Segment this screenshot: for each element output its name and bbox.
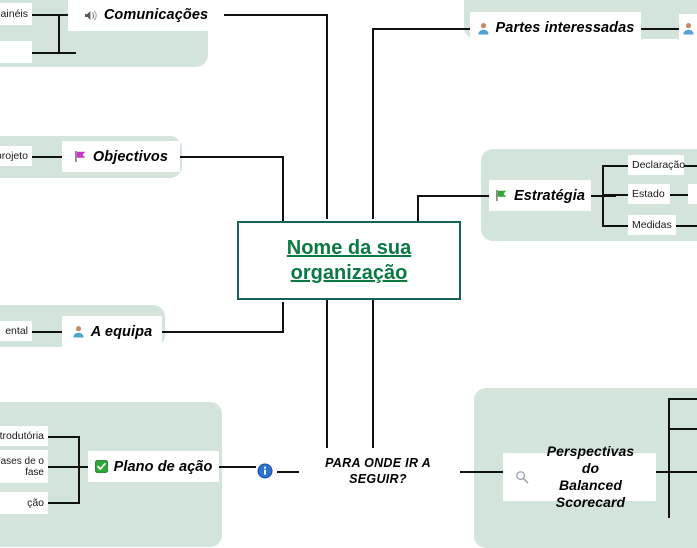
connector-paraonde-drop-left <box>326 300 328 448</box>
leaf-equipa-ental[interactable]: ental <box>0 321 32 341</box>
connector-comunicacoes-stub <box>58 14 72 16</box>
connector-comunicacoes-drop <box>326 14 328 219</box>
connector-bsc-bracket <box>668 398 670 518</box>
node-partes-interessadas-label: Partes interessadas <box>495 20 635 36</box>
connector-estrategia-grandchild2 <box>668 194 688 196</box>
node-balanced-scorecard-label: Perspectivas do Balanced Scorecard <box>537 443 644 511</box>
leaf-plano-introdutoria[interactable]: ntrodutória <box>0 426 48 446</box>
connector-estrategia-child3 <box>602 225 628 227</box>
leaf-estrategia-declaracao-label: Declaração <box>632 159 686 171</box>
connector-partes-child <box>641 28 679 30</box>
connector-bsc-child2 <box>668 428 697 430</box>
node-estrategia-label: Estratégia <box>513 187 586 204</box>
flag-green-icon <box>495 189 508 202</box>
node-comunicacoes[interactable]: Comunicações <box>68 0 224 31</box>
central-node-text: Nome da sua organização <box>287 236 411 286</box>
leaf-estrategia-medidas-label: Medidas <box>632 219 672 231</box>
connector-partes-drop <box>372 28 374 219</box>
node-plano-de-acao-label: Plano de ação <box>113 458 213 475</box>
central-node-line2: organização <box>290 261 408 284</box>
leaf-plano-fases-label: oFases de o fase <box>0 455 44 478</box>
connector-partes-trunk <box>372 28 470 30</box>
connector-objectivos-elbow <box>282 156 284 221</box>
flag-magenta-icon <box>74 150 87 163</box>
node-objectivos[interactable]: Objectivos <box>62 141 180 172</box>
leaf-plano-introdutoria-label: ntrodutória <box>0 430 44 442</box>
checkbox-checked-icon <box>94 460 108 473</box>
connector-estrategia-grandchild1 <box>682 165 697 167</box>
node-bsc-line1: Perspectivas do <box>546 443 635 476</box>
connector-estrategia-child1 <box>602 165 628 167</box>
leaf-objectivos-projeto[interactable]: projeto <box>0 146 32 166</box>
magnifier-icon <box>515 470 529 484</box>
node-partes-interessadas[interactable]: Partes interessadas <box>470 12 641 44</box>
node-objectivos-label: Objectivos <box>92 148 169 165</box>
node-comunicacoes-label: Comunicações <box>103 7 209 23</box>
node-balanced-scorecard[interactable]: Perspectivas do Balanced Scorecard <box>503 443 656 510</box>
leaf-plano-fases[interactable]: oFases de o fase <box>0 450 48 483</box>
node-para-onde-ir[interactable]: Para onde ir a seguir? <box>296 450 460 492</box>
connector-comunicacoes-child2 <box>32 52 76 54</box>
connector-comunicacoes-child1 <box>32 14 76 16</box>
speaker-icon <box>84 9 98 22</box>
person-icon <box>477 22 490 35</box>
leaf-plano-acao-label: ção <box>27 497 44 509</box>
central-node[interactable]: Nome da sua organização <box>237 221 461 300</box>
connector-estrategia-child2 <box>602 194 628 196</box>
leaf-equipa-ental-label: ental <box>5 325 28 337</box>
leaf-comunicacoes-blank[interactable] <box>0 41 32 63</box>
connector-plano-bracket <box>78 436 80 503</box>
leaf-comunicacoes-paineis[interactable]: painéis <box>0 3 32 25</box>
connector-plano-trunk <box>219 466 256 468</box>
connector-bsc-child3 <box>668 471 697 473</box>
person-icon <box>682 22 695 35</box>
leaf-objectivos-projeto-label: projeto <box>0 150 28 162</box>
connector-paraonde-to-plano <box>277 471 299 473</box>
leaf-estrategia-medidas[interactable]: Medidas <box>628 215 676 235</box>
info-icon[interactable] <box>257 463 273 479</box>
connector-plano-stub <box>78 466 92 468</box>
node-bsc-line2: Balanced Scorecard <box>555 477 626 510</box>
connector-equipa-child <box>32 331 70 333</box>
central-node-line1: Nome da sua <box>286 236 412 259</box>
connector-estrategia-elbow <box>417 195 419 222</box>
leaf-estrategia-estado-label: Estado <box>632 188 665 200</box>
leaf-estrategia-grandchild2[interactable] <box>688 184 697 204</box>
connector-comunicacoes-trunk <box>224 14 328 16</box>
node-plano-de-acao[interactable]: Plano de ação <box>88 451 219 482</box>
connector-plano-child2 <box>48 466 80 468</box>
connector-objectivos-child <box>32 156 72 158</box>
node-equipa-label: A equipa <box>90 323 153 340</box>
connector-equipa-trunk <box>162 331 284 333</box>
connector-objectivos-trunk <box>180 156 284 158</box>
node-para-onde-line2: seguir? <box>349 472 407 486</box>
node-equipa[interactable]: A equipa <box>62 316 162 347</box>
connector-bsc-trunk <box>460 471 503 473</box>
leaf-comunicacoes-paineis-label: painéis <box>0 8 28 20</box>
connector-bsc-child1 <box>668 398 697 400</box>
leaf-estrategia-estado[interactable]: Estado <box>628 184 670 204</box>
node-para-onde-line1: Para onde ir a <box>325 456 431 470</box>
connector-comunicacoes-bracket <box>58 14 60 54</box>
connector-plano-child1 <box>48 436 80 438</box>
person-icon <box>72 325 85 338</box>
leaf-partes-interessadas-child[interactable] <box>679 14 697 42</box>
connector-estrategia-trunk <box>417 195 493 197</box>
connector-estrategia-grandchild3 <box>676 225 697 227</box>
connector-paraonde-drop-right <box>372 300 374 448</box>
connector-equipa-elbow <box>282 302 284 333</box>
connector-bsc-stub <box>656 471 670 473</box>
node-estrategia[interactable]: Estratégia <box>489 180 591 211</box>
leaf-estrategia-declaracao[interactable]: Declaração <box>628 155 686 175</box>
leaf-plano-acao[interactable]: ção <box>0 492 48 514</box>
connector-plano-child3 <box>48 502 80 504</box>
